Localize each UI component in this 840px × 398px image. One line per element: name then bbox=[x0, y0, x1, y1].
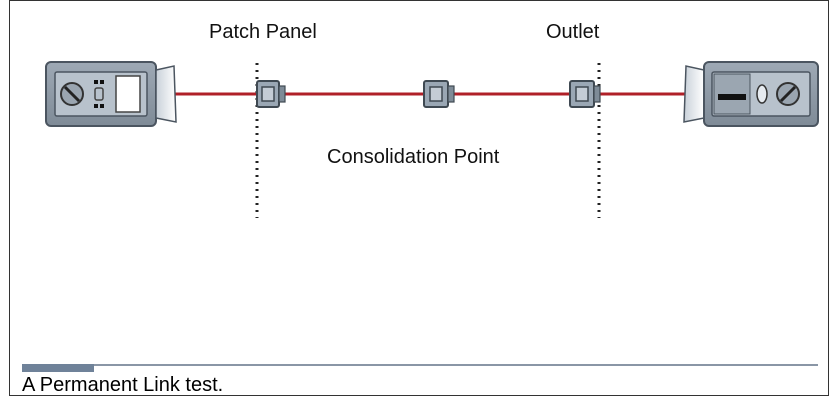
figure-caption: A Permanent Link test. bbox=[22, 374, 224, 396]
outlet-label: Outlet bbox=[546, 21, 600, 43]
consolidation-point-label: Consolidation Point bbox=[327, 146, 500, 168]
consolidation-point-connector-icon bbox=[423, 80, 455, 108]
permanent-link-diagram bbox=[45, 61, 819, 218]
caption-accent-bar bbox=[22, 364, 94, 372]
patch-panel-connector-icon bbox=[256, 80, 286, 108]
caption-rule bbox=[22, 364, 818, 366]
patch-panel-label: Patch Panel bbox=[209, 21, 317, 43]
tester-remote-unit-icon bbox=[683, 61, 819, 127]
tester-main-unit-icon bbox=[45, 61, 177, 127]
outlet-connector-icon bbox=[569, 80, 601, 108]
